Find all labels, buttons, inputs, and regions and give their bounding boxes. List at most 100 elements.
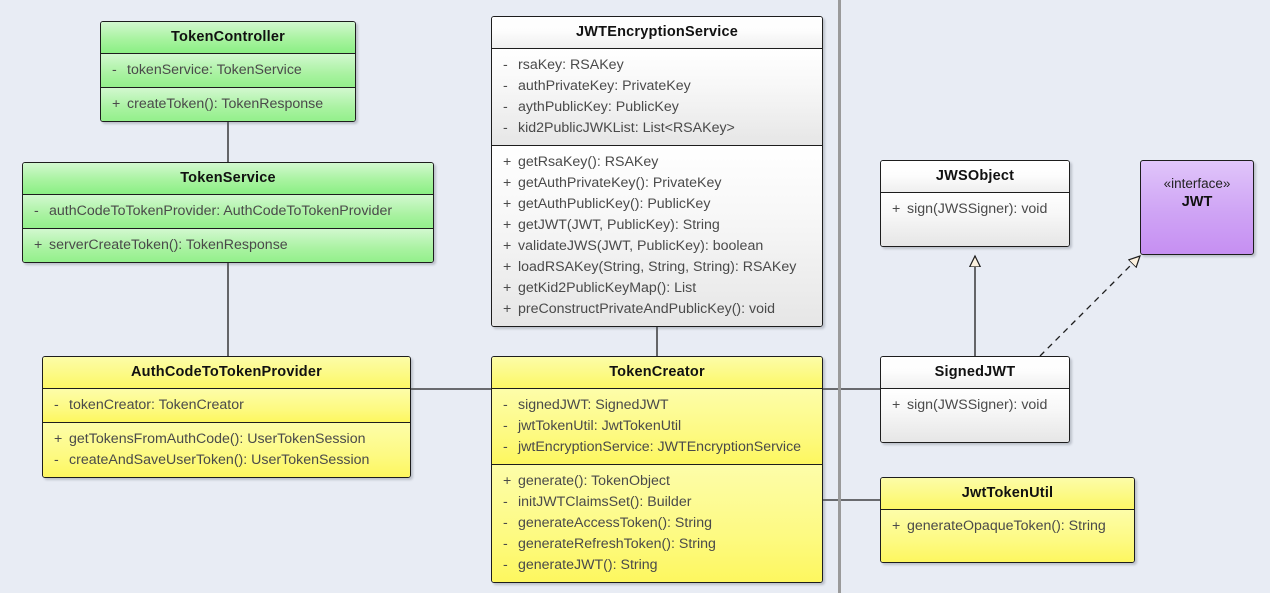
visibility-marker: - [54, 452, 59, 468]
visibility-marker: - [503, 418, 508, 434]
visibility-marker: - [503, 120, 508, 136]
class-operation: + generateOpaqueToken(): String [885, 516, 1130, 537]
class-name-jwttokenutil: JwtTokenUtil [881, 478, 1134, 509]
member-signature: aythPublicKey: PublicKey [518, 99, 679, 115]
member-signature: getRsaKey(): RSAKey [518, 154, 659, 170]
class-operation: + getAuthPrivateKey(): PrivateKey [496, 173, 818, 194]
visibility-marker: + [112, 96, 121, 112]
class-operation: - createAndSaveUserToken(): UserTokenSes… [47, 450, 406, 471]
member-signature: generateAccessToken(): String [518, 515, 712, 531]
operations-compartment-tokencreator: + generate(): TokenObject - initJWTClaim… [492, 464, 822, 582]
visibility-marker: + [503, 217, 512, 233]
class-attribute: - kid2PublicJWKList: List<RSAKey> [496, 118, 818, 139]
attributes-compartment-jwtencryptionservice: - rsaKey: RSAKey - authPrivateKey: Priva… [492, 48, 822, 145]
member-signature: sign(JWSSigner): void [907, 397, 1048, 413]
member-signature: jwtTokenUtil: JwtTokenUtil [518, 418, 682, 434]
class-attribute: - authPrivateKey: PrivateKey [496, 76, 818, 97]
class-name-signedjwt: SignedJWT [881, 357, 1069, 388]
visibility-marker: + [503, 175, 512, 191]
class-operation: + getTokensFromAuthCode(): UserTokenSess… [47, 429, 406, 450]
visibility-marker: - [503, 57, 508, 73]
operations-compartment-jwtencryptionservice: + getRsaKey(): RSAKey + getAuthPrivateKe… [492, 145, 822, 326]
visibility-marker: - [503, 515, 508, 531]
class-box-jwtencryptionservice[interactable]: JWTEncryptionService - rsaKey: RSAKey - … [491, 16, 823, 327]
class-box-tokenservice[interactable]: TokenService - authCodeToTokenProvider: … [22, 162, 434, 263]
visibility-marker: + [503, 238, 512, 254]
edge-signedjwt-jwt [1039, 256, 1140, 357]
class-box-jwsobject[interactable]: JWSObject + sign(JWSSigner): void [880, 160, 1070, 247]
visibility-marker: + [503, 196, 512, 212]
visibility-marker: + [503, 301, 512, 317]
visibility-marker: - [503, 557, 508, 573]
member-signature: generateJWT(): String [518, 557, 658, 573]
member-signature: generate(): TokenObject [518, 473, 670, 489]
class-name-tokencreator: TokenCreator [492, 357, 822, 388]
class-box-authcodetotokenprovider[interactable]: AuthCodeToTokenProvider - tokenCreator: … [42, 356, 411, 478]
pane-divider [838, 0, 841, 593]
visibility-marker: - [112, 62, 117, 78]
interface-stereotype: «interface» [1163, 176, 1231, 191]
class-operation: + getAuthPublicKey(): PublicKey [496, 194, 818, 215]
member-signature: getKid2PublicKeyMap(): List [518, 280, 697, 296]
member-signature: sign(JWSSigner): void [907, 201, 1048, 217]
visibility-marker: + [503, 280, 512, 296]
member-signature: signedJWT: SignedJWT [518, 397, 669, 413]
member-signature: preConstructPrivateAndPublicKey(): void [518, 301, 776, 317]
visibility-marker: - [503, 397, 508, 413]
class-operation: + sign(JWSSigner): void [885, 395, 1065, 416]
class-name-tokencontroller: TokenController [101, 22, 355, 53]
class-operation: + sign(JWSSigner): void [885, 199, 1065, 220]
member-signature: createAndSaveUserToken(): UserTokenSessi… [69, 452, 370, 468]
member-signature: serverCreateToken(): TokenResponse [49, 237, 288, 253]
attributes-compartment-authcodetotokenprovider: - tokenCreator: TokenCreator [43, 388, 410, 422]
class-operation: - generateRefreshToken(): String [496, 534, 818, 555]
member-signature: createToken(): TokenResponse [127, 96, 324, 112]
member-signature: getTokensFromAuthCode(): UserTokenSessio… [69, 431, 366, 447]
class-operation: + getJWT(JWT, PublicKey): String [496, 215, 818, 236]
class-box-jwttokenutil[interactable]: JwtTokenUtil + generateOpaqueToken(): St… [880, 477, 1135, 563]
class-name-authcodetotokenprovider: AuthCodeToTokenProvider [43, 357, 410, 388]
visibility-marker: + [503, 473, 512, 489]
class-box-tokencontroller[interactable]: TokenController - tokenService: TokenSer… [100, 21, 356, 122]
member-signature: getJWT(JWT, PublicKey): String [518, 217, 720, 233]
class-attribute: - tokenCreator: TokenCreator [47, 395, 406, 416]
class-operation: + serverCreateToken(): TokenResponse [27, 235, 429, 256]
operations-compartment-tokencontroller: + createToken(): TokenResponse [101, 87, 355, 121]
visibility-marker: + [892, 201, 901, 217]
class-operation: + validateJWS(JWT, PublicKey): boolean [496, 236, 818, 257]
class-operation: + createToken(): TokenResponse [105, 94, 351, 115]
class-attribute: - rsaKey: RSAKey [496, 55, 818, 76]
member-signature: tokenCreator: TokenCreator [69, 397, 244, 413]
visibility-marker: - [54, 397, 59, 413]
class-attribute: - aythPublicKey: PublicKey [496, 97, 818, 118]
member-signature: getAuthPrivateKey(): PrivateKey [518, 175, 722, 191]
class-box-tokencreator[interactable]: TokenCreator - signedJWT: SignedJWT - jw… [491, 356, 823, 583]
class-operation: + preConstructPrivateAndPublicKey(): voi… [496, 299, 818, 320]
class-box-jwt-interface[interactable]: «interface» JWT [1140, 160, 1254, 255]
class-attribute: - signedJWT: SignedJWT [496, 395, 818, 416]
visibility-marker: + [54, 431, 63, 447]
visibility-marker: - [34, 203, 39, 219]
operations-compartment-jwttokenutil: + generateOpaqueToken(): String [881, 509, 1134, 562]
class-name-jwtencryptionservice: JWTEncryptionService [492, 17, 822, 48]
operations-compartment-signedjwt: + sign(JWSSigner): void [881, 388, 1069, 442]
operations-compartment-tokenservice: + serverCreateToken(): TokenResponse [23, 228, 433, 262]
member-signature: generateRefreshToken(): String [518, 536, 716, 552]
member-signature: loadRSAKey(String, String, String): RSAK… [518, 259, 797, 275]
operations-compartment-jwsobject: + sign(JWSSigner): void [881, 192, 1069, 246]
member-signature: generateOpaqueToken(): String [907, 518, 1106, 534]
class-operation: + loadRSAKey(String, String, String): RS… [496, 257, 818, 278]
visibility-marker: - [503, 99, 508, 115]
class-operation: + getKid2PublicKeyMap(): List [496, 278, 818, 299]
attributes-compartment-tokencreator: - signedJWT: SignedJWT - jwtTokenUtil: J… [492, 388, 822, 464]
visibility-marker: - [503, 494, 508, 510]
member-signature: jwtEncryptionService: JWTEncryptionServi… [518, 439, 802, 455]
operations-compartment-authcodetotokenprovider: + getTokensFromAuthCode(): UserTokenSess… [43, 422, 410, 477]
member-signature: authCodeToTokenProvider: AuthCodeToToken… [49, 203, 393, 219]
class-attribute: - tokenService: TokenService [105, 60, 351, 81]
attributes-compartment-tokencontroller: - tokenService: TokenService [101, 53, 355, 87]
visibility-marker: + [892, 397, 901, 413]
class-box-signedjwt[interactable]: SignedJWT + sign(JWSSigner): void [880, 356, 1070, 443]
member-signature: authPrivateKey: PrivateKey [518, 78, 691, 94]
member-signature: getAuthPublicKey(): PublicKey [518, 196, 711, 212]
